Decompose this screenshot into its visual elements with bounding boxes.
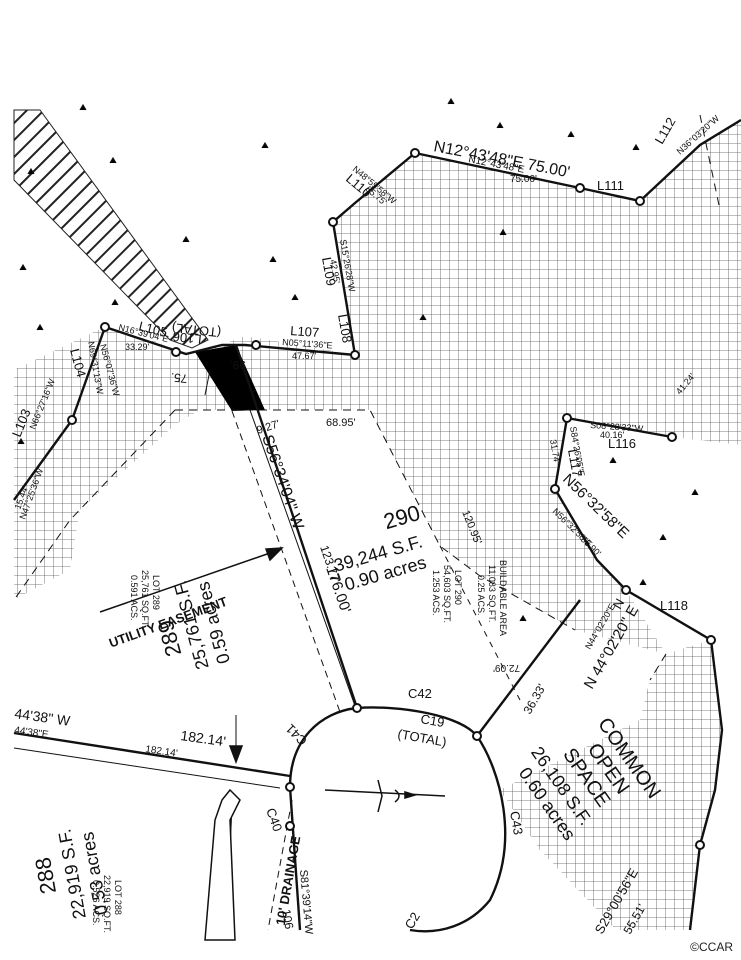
bearing-n44-dist: 36.33' xyxy=(520,682,548,717)
watermark-text: ©CCAR xyxy=(690,940,733,954)
bearing-n05: N05°11'36"E xyxy=(282,337,333,350)
label-dist-99: 99. xyxy=(229,358,246,372)
vertex-markers xyxy=(67,148,716,850)
dist-42: 42.95' xyxy=(328,259,342,285)
lot-288-small-title: LOT 288 xyxy=(113,880,123,915)
buildable-title: BUILDABLE AREA xyxy=(498,560,508,636)
label-c43: C43 xyxy=(507,810,526,836)
ccar-watermark: ©CCAR xyxy=(690,940,733,954)
label-c19-total: (TOTAL) xyxy=(396,726,447,749)
bearing-west-dist-small: 182.14' xyxy=(145,744,179,759)
label-l116: L116 xyxy=(608,436,636,451)
setback-lines xyxy=(13,114,721,931)
lot-290-small-sqft: 54,603 SQ.FT. xyxy=(442,565,452,623)
label-c19: C19 xyxy=(419,711,445,730)
wetland-symbols xyxy=(17,97,699,622)
wetland-area-north xyxy=(14,120,741,654)
label-l117: L117 xyxy=(565,448,585,478)
label-c42: C42 xyxy=(408,686,432,701)
black-easement-wedge xyxy=(195,345,265,411)
lot-288-small-label: LOT 288 22,919 SQ.FT. 0.526 ACS. xyxy=(91,875,123,933)
buildable-acres: 0.25 ACS. xyxy=(476,575,486,616)
bearing-north-small-dist: 75.00' xyxy=(510,174,537,185)
lot-288-small-acres: 0.526 ACS. xyxy=(91,880,101,926)
lot-289-small-sqft: 25,761 SQ.FT. xyxy=(140,570,150,628)
bearing-s84-dist: 31.74' xyxy=(548,439,562,465)
bearing-west-b: 44'38"E xyxy=(14,725,50,741)
lot-289-small-acres: 0.591 ACS. xyxy=(129,575,139,621)
drainage-arrow-shape xyxy=(204,788,241,941)
bearing-n16-dist: 33.29' xyxy=(125,342,150,352)
label-c40: C40 xyxy=(263,806,285,834)
hatched-easement-strip xyxy=(13,109,209,349)
bearing-s56-long: S56°34'04" W xyxy=(258,433,307,533)
label-l105: L105 xyxy=(137,318,169,340)
wetland-area-east xyxy=(500,640,722,930)
lot-289-small-title: LOT 289 xyxy=(151,575,161,610)
label-l111: L111 xyxy=(597,178,624,193)
north-arrow-icon xyxy=(324,779,446,813)
lot-290-small-label: LOT 290 54,603 SQ.FT. 1.253 ACS. xyxy=(431,565,463,623)
label-l106-frag: 106 xyxy=(279,908,296,930)
lot-289-small-label: LOT 289 25,761 SQ.FT. 0.591 ACS. xyxy=(129,570,161,628)
label-total: (TOTAL) xyxy=(171,320,222,340)
lot-288-small-sqft: 22,919 SQ.FT. xyxy=(102,875,112,933)
label-l104: L104 xyxy=(67,347,89,379)
label-l106: L106 xyxy=(172,329,202,347)
bearing-s81: S81°39'14"W xyxy=(297,869,315,935)
lot-290-number: 290 xyxy=(381,500,423,534)
label-c-partial: C2 xyxy=(402,910,423,932)
label-l108: L108 xyxy=(335,313,355,344)
dist-72: 72.09' xyxy=(493,662,520,673)
label-c41: C41 xyxy=(283,721,310,748)
bearing-n05-dist: 47.67' xyxy=(292,351,317,361)
buildable-area-label: BUILDABLE AREA 11,083 SQ.FT. 0.25 ACS. xyxy=(476,560,508,636)
lot-288-number: 288 xyxy=(30,855,61,896)
bearing-west-dist: 182.14' xyxy=(180,727,227,749)
bearing-s08-dist: 40.16' xyxy=(600,430,625,440)
label-dist-75: 75. xyxy=(170,370,188,386)
label-l118: L118 xyxy=(660,598,688,613)
label-l112: L112 xyxy=(652,115,679,147)
label-l107: L107 xyxy=(290,323,320,340)
label-l109: L109 xyxy=(319,256,339,287)
lot-290-small-acres: 1.253 ACS. xyxy=(431,570,441,616)
dist-68: 68.95' xyxy=(326,417,356,429)
lot-290-small-title: LOT 290 xyxy=(453,570,463,605)
bearing-west-a: 44'38" W xyxy=(14,705,72,729)
bearing-s08: S08°28'33"W xyxy=(590,420,644,434)
buildable-sqft: 11,083 SQ.FT. xyxy=(487,565,497,622)
